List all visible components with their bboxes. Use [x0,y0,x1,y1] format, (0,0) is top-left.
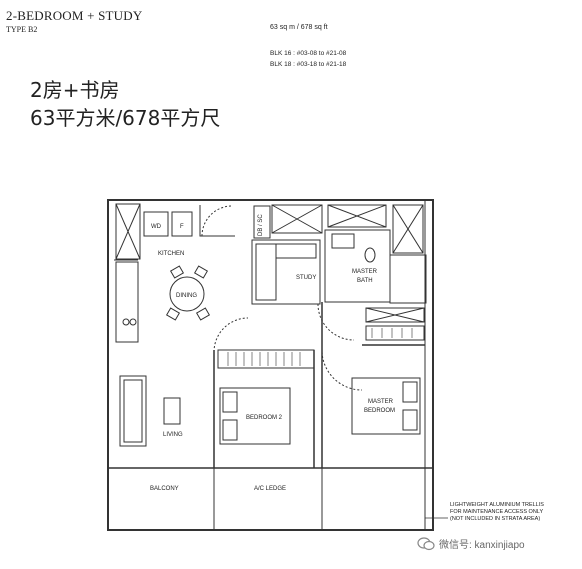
block-line-16: BLK 16 : #03-08 to #21-08 [270,50,347,57]
wardrobe-bedroom2 [217,349,315,369]
master-bath-label-2: BATH [357,278,373,284]
ac-shaft-1 [271,204,323,234]
unit-title: 2-BEDROOM + STUDY [6,8,143,23]
wechat-icon [417,536,435,550]
unit-type: TYPE B2 [6,25,38,34]
bedroom2-bed [219,387,291,445]
master-bath [324,229,391,303]
kitchen-label: KITCHEN [158,251,184,257]
master-bedroom-label-1: MASTER [368,399,394,405]
outer-wall [107,199,434,531]
kitchen-shaft [115,203,141,260]
block-line-18: BLK 18 : #03-18 to #21-18 [270,61,347,68]
trellis-note-line1: LIGHTWEIGHT ALUMINIUM TRELLIS [450,502,544,508]
study-desk [255,243,277,301]
dining-table [169,276,205,312]
sofa [119,375,147,447]
db-sc-box [253,205,271,239]
db-sc-label: DB / SC [258,214,264,236]
study-label: STUDY [296,275,316,281]
trellis-note-line3: (NOT INCLUDED IN STRATA AREA) [450,516,541,522]
fridge [171,211,193,237]
master-bedroom-label-2: BEDROOM [364,408,395,414]
master-bath-label-1: MASTER [352,269,378,275]
watermark-text: 微信号: kanxinjiapo [439,540,525,551]
wd-label: WD [151,224,162,230]
kitchen-counter [115,261,139,343]
washer-dryer [143,211,169,237]
unit-area: 63 sq m / 678 sq ft [270,24,328,31]
living-label: LIVING [163,432,183,438]
ac-ledge-label: A/C LEDGE [254,486,286,492]
wardrobe-master [365,307,425,323]
f-label: F [180,224,184,230]
trellis-note-line2: FOR MAINTENANCE ACCESS ONLY [450,509,544,515]
study-room [251,239,321,305]
master-bed [351,377,421,435]
chinese-area: 63平方米/678平方尺 [30,106,221,130]
trellis-note: LIGHTWEIGHT ALUMINIUM TRELLIS FOR MAINTE… [450,502,570,523]
watermark: 微信号: kanxinjiapo [417,536,525,551]
chinese-title: 2房+书房 [30,78,120,102]
kitchen-door-swing [201,205,233,237]
shower [389,254,427,304]
balcony-label: BALCONY [150,486,179,492]
coffee-table [163,397,181,425]
bedroom2-label: BEDROOM 2 [246,415,283,421]
dining-label: DINING [176,293,197,299]
